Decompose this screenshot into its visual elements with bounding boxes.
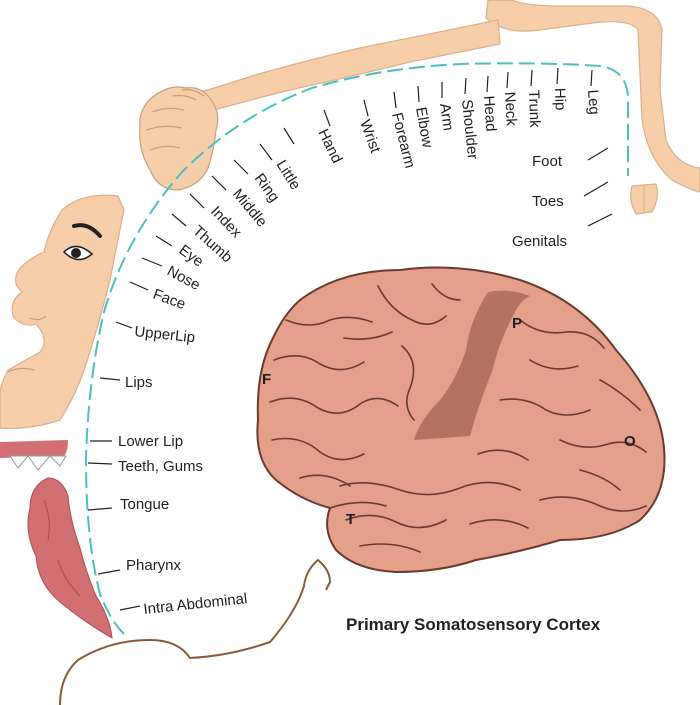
label-head: Head <box>480 95 499 132</box>
label-lower-lip: Lower Lip <box>118 433 183 450</box>
diagram-title: Primary Somatosensory Cortex <box>346 615 601 634</box>
label-shoulder: Shoulder <box>458 99 481 160</box>
lobe-temporal: T <box>346 511 355 528</box>
lobe-parietal: P <box>512 315 522 332</box>
label-trunk: Trunk <box>525 90 543 129</box>
label-wrist: Wrist <box>356 118 384 156</box>
teeth-figure <box>0 440 68 458</box>
cortex-arc <box>84 62 629 635</box>
hand-figure <box>139 86 219 191</box>
lobe-frontal: F <box>262 371 271 388</box>
label-arm: Arm <box>436 102 457 132</box>
face-figure <box>0 194 125 429</box>
label-forearm: Forearm <box>388 111 418 170</box>
label-pharynx: Pharynx <box>126 557 182 574</box>
label-hip: Hip <box>551 88 569 111</box>
lobe-occipital: O <box>624 433 636 450</box>
brain-figure <box>256 266 666 574</box>
label-tongue: Tongue <box>120 496 169 513</box>
leg-figure <box>485 0 700 193</box>
label-teeth-gums: Teeth, Gums <box>118 458 203 475</box>
label-lips: Lips <box>125 374 153 391</box>
label-neck: Neck <box>501 91 520 127</box>
label-ticks <box>87 67 613 611</box>
label-genitals: Genitals <box>512 233 567 250</box>
neck-outline <box>59 558 332 705</box>
label-toes: Toes <box>532 193 564 210</box>
label-hand: Hand <box>314 126 345 166</box>
tongue-figure <box>27 477 113 639</box>
label-ring: Ring <box>251 170 283 205</box>
label-foot: Foot <box>532 153 563 170</box>
label-intra-abdominal: Intra Abdominal <box>143 590 248 618</box>
label-leg: Leg <box>584 89 603 115</box>
label-face: Face <box>151 286 188 313</box>
label-upper-lip: UpperLip <box>134 323 196 346</box>
label-elbow: Elbow <box>412 106 436 149</box>
